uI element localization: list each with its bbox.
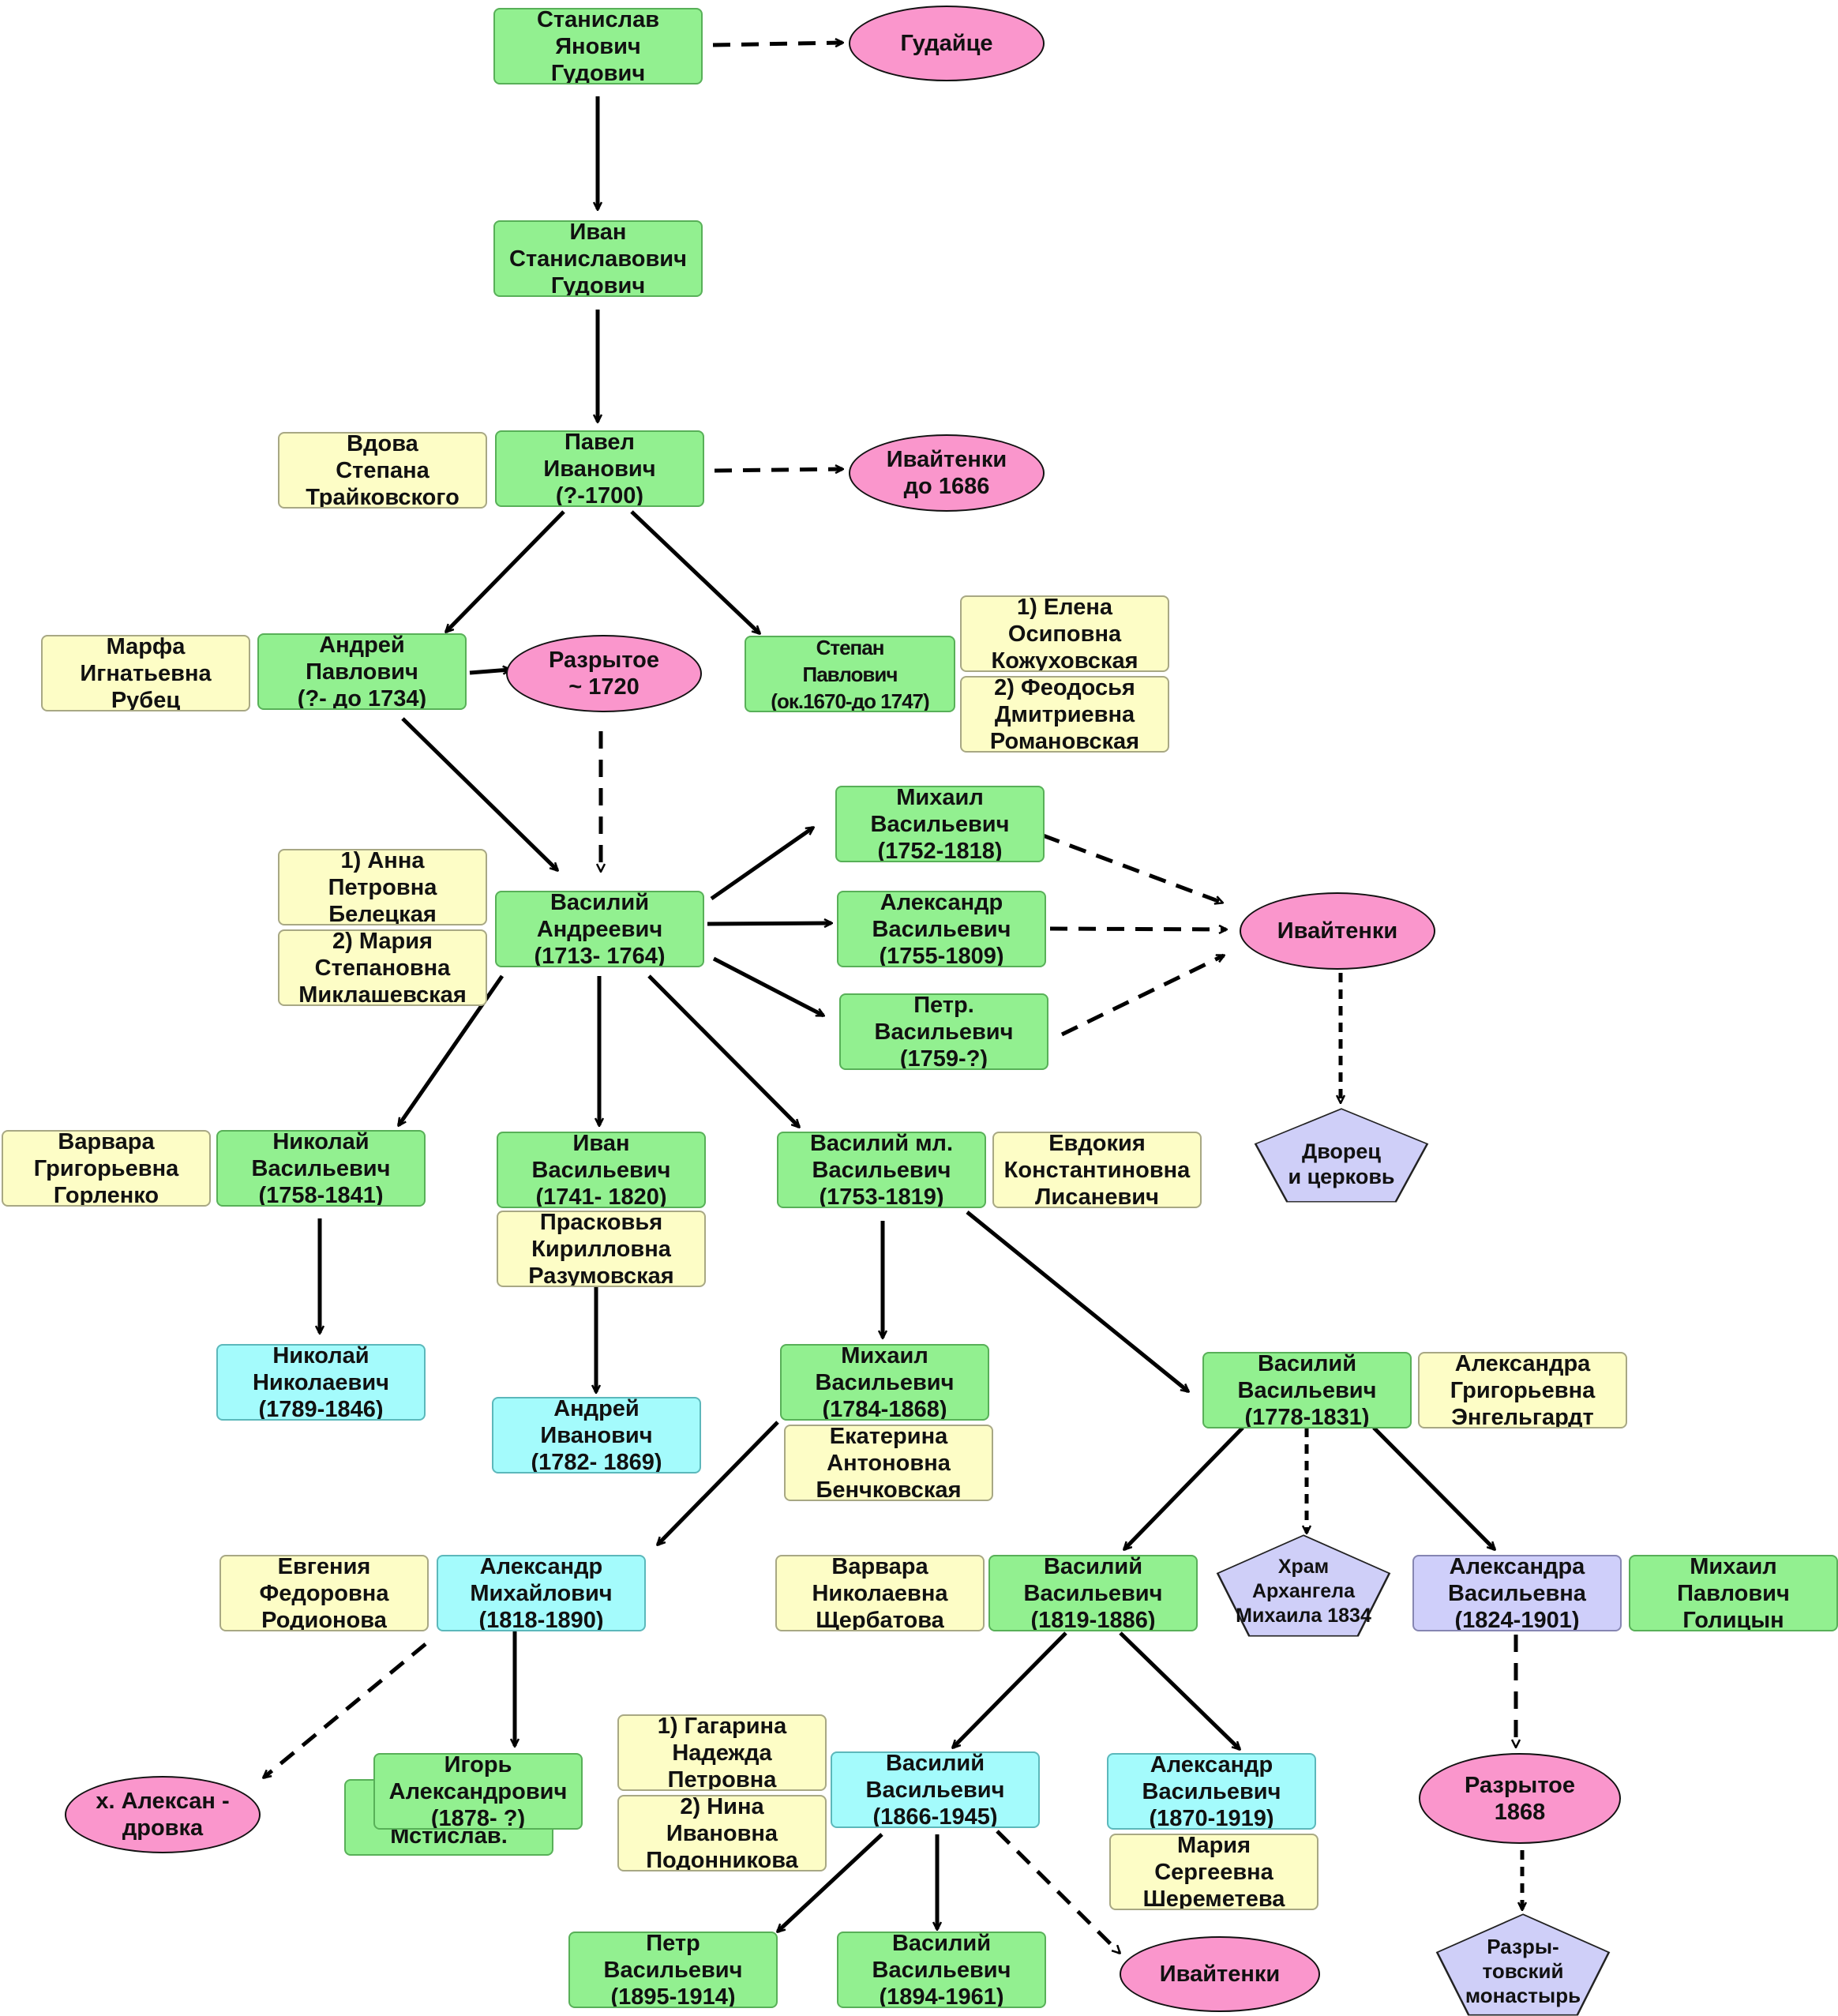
building-monastery: Разры- товский монастырь: [1435, 1913, 1611, 2016]
spouse-vdova: Вдова Степана Трайковского: [278, 432, 487, 509]
estate-ivaitenki-2: Ивайтенки: [1120, 1936, 1320, 2012]
node-igor: Игорь Александрович (1878- ?): [373, 1753, 583, 1830]
spouse-marfa: Марфа Игнатьевна Рубец: [41, 635, 250, 711]
spouse-maria-s: 2) Мария Степановна Миклашевская: [278, 929, 487, 1006]
spouse-nina: 2) Нина Ивановна Подонникова: [617, 1795, 827, 1871]
edge-vasily_a-to-petr_v1: [712, 956, 823, 1018]
estate-aleksandrovka: х. Алексан - дровка: [65, 1776, 261, 1853]
node-vasily-a: Василий Андреевич (1713- 1764): [495, 891, 704, 967]
estate-razrytoe-1720: Разрытое ~ 1720: [506, 635, 702, 712]
building-church: Храм Архангела Михаила 1834: [1216, 1534, 1391, 1637]
building-palace-label: Дворец и церковь: [1288, 1139, 1395, 1188]
estate-gudaytse: Гудайце: [849, 6, 1045, 81]
node-vasily-v2: Василий Васильевич (1819-1886): [988, 1555, 1198, 1631]
node-petr-v2: Петр Васильевич (1895-1914): [568, 1932, 778, 2008]
node-nikolay-v: Николай Васильевич (1758-1841): [216, 1130, 426, 1207]
estate-razrytoe-1868: Разрытое 1868: [1419, 1753, 1621, 1844]
edge-vasily_v1-to-vasily_v2: [1124, 1426, 1244, 1549]
node-alexander-v2: Александр Васильевич (1870-1919): [1107, 1753, 1316, 1830]
edge-mikhail_v2-to-alexander_m: [658, 1421, 779, 1545]
spouse-varvara-n: Варвара Николаевна Щербатова: [775, 1555, 985, 1631]
edge-andrey_p-to-razrytoe1720: [469, 670, 510, 673]
edge-vasily_v2-to-vasily_v3: [953, 1631, 1067, 1748]
node-mikhail-p: Михаил Павлович Голицын: [1629, 1555, 1838, 1631]
edge-vasily_a-to-alexander_v1: [707, 923, 831, 924]
edge-andrey_p-to-vasily_a: [401, 717, 557, 870]
node-vasily-v3: Василий Васильевич (1866-1945): [831, 1751, 1040, 1828]
node-vasily-v1: Василий Васильевич (1778-1831): [1202, 1352, 1412, 1428]
spouse-gagarina: 1) Гагарина Надежда Петровна: [617, 1714, 827, 1791]
node-alexander-v1: Александр Васильевич (1755-1809): [837, 891, 1046, 967]
edge-vasily_v1-to-alexandra_v: [1372, 1426, 1495, 1549]
spouse-evgenia: Евгения Федоровна Родионова: [219, 1555, 429, 1631]
building-monastery-label: Разры- товский монастырь: [1465, 1934, 1581, 2007]
edge-alexander_m-to-aleksandrovka: [264, 1642, 427, 1778]
node-vasily-ml: Василий мл. Васильевич (1753-1819): [777, 1132, 986, 1208]
edge-vasily_v2-to-alexander_v2: [1119, 1631, 1240, 1749]
estate-ivaitenki-1686: Ивайтенки до 1686: [849, 434, 1045, 512]
edge-pavel-to-andrey_p: [446, 510, 565, 632]
edge-vasily_a-to-mikhail_v1: [710, 828, 813, 901]
node-alexander-m: Александр Михайлович (1818-1890): [437, 1555, 646, 1631]
node-alexandra-v: Александра Васильевна (1824-1901): [1412, 1555, 1622, 1631]
spouse-alexandra-g: Александра Григорьевна Энгельгардт: [1418, 1352, 1627, 1428]
node-andrey-p: Андрей Павлович (?- до 1734): [257, 633, 467, 710]
node-ivan-v: Иван Васильевич (1741- 1820): [497, 1132, 706, 1208]
node-mikhail-v1: Михаил Васильевич (1752-1818): [835, 786, 1045, 862]
node-vasily-v4: Василий Васильевич (1894-1961): [837, 1932, 1046, 2008]
spouse-maria-sh: Мария Сергеевна Шереметева: [1109, 1834, 1318, 1910]
spouse-feodosya: 2) Феодосья Дмитриевна Романовская: [960, 676, 1169, 753]
edge-mikhail_v1-to-ivaitenki: [1042, 833, 1222, 903]
spouse-varvara-g: Варвара Григорьевна Горленко: [2, 1130, 211, 1207]
edge-petr_v1-to-ivaitenki: [1060, 953, 1224, 1037]
spouse-evdokia: Евдокия Константиновна Лисаневич: [992, 1132, 1202, 1208]
node-petr-v1: Петр. Васильевич (1759-?): [839, 993, 1048, 1070]
node-mikhail-v2: Михаил Васильевич (1784-1868): [780, 1344, 989, 1421]
spouse-anna: 1) Анна Петровна Белецкая: [278, 849, 487, 925]
spouse-praskovya: Прасковья Кирилловна Разумовская: [497, 1211, 706, 1287]
edge-vasily_v3-to-ivaitenki2: [996, 1830, 1120, 1953]
spouse-elena: 1) Елена Осиповна Кожуховская: [960, 595, 1169, 672]
node-nikolay-n: Николай Николаевич (1789-1846): [216, 1344, 426, 1421]
edge-vasily_v3-to-petr_v2: [778, 1833, 883, 1932]
edge-vasily_a-to-vasily_ml: [647, 974, 799, 1127]
node-stepan: Степан Павлович (ок.1670-до 1747): [745, 636, 955, 712]
node-ivan-st: Иван Станиславович Гудович: [493, 220, 703, 297]
node-andrey-i: Андрей Иванович (1782- 1869): [492, 1397, 701, 1474]
spouse-ekaterina: Екатерина Антоновна Бенчковская: [784, 1425, 993, 1501]
node-stanislav: Станислав Янович Гудович: [493, 8, 703, 84]
edge-stanislav-to-gudaytse: [712, 43, 842, 45]
estate-ivaitenki: Ивайтенки: [1240, 892, 1435, 970]
building-palace: Дворец и церковь: [1254, 1108, 1429, 1203]
edge-vasily_ml-to-vasily_v1: [966, 1211, 1188, 1391]
edge-pavel-to-stepan: [630, 510, 760, 633]
node-pavel: Павел Иванович (?-1700): [495, 430, 704, 507]
edge-pavel-to-ivaitenki1686: [714, 469, 842, 471]
building-church-label: Храм Архангела Михаила 1834: [1236, 1555, 1371, 1627]
